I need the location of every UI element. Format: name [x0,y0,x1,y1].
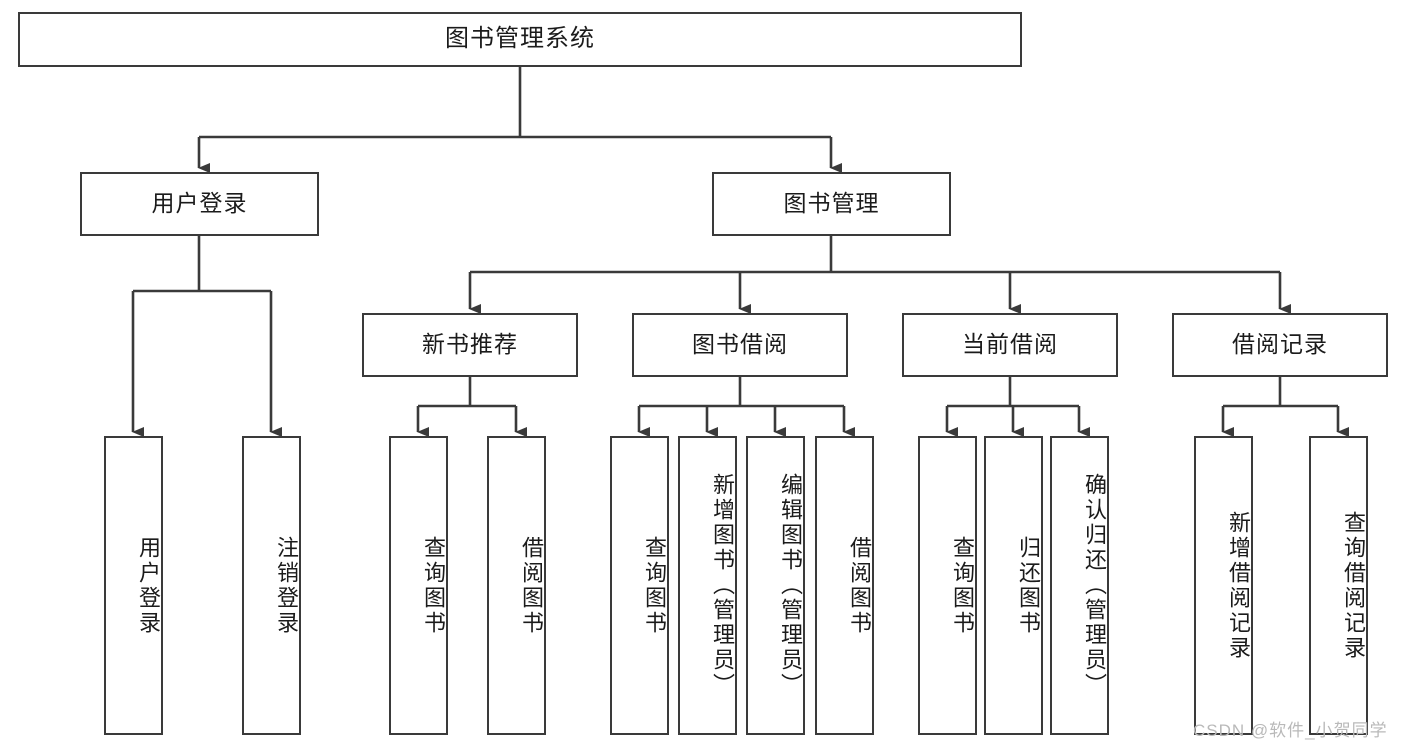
leaf-edit-book-label: 编辑图书（管理员） [778,473,803,698]
node-book-manage-label: 图书管理 [783,190,880,217]
leaf-add-book-label: 新增图书（管理员） [710,473,735,698]
node-book-borrow[interactable]: 图书借阅 [632,313,848,377]
node-user-login-label: 用户登录 [151,190,248,217]
leaf-logout-login[interactable]: 注销登录 [242,436,301,735]
leaf-query-book-3[interactable]: 查询图书 [918,436,977,735]
leaf-confirm-return[interactable]: 确认归还（管理员） [1050,436,1109,735]
leaf-add-record[interactable]: 新增借阅记录 [1194,436,1253,735]
leaf-borrow-book-2-label: 借阅图书 [847,535,872,636]
node-borrow-record-label: 借阅记录 [1232,331,1328,358]
leaf-borrow-book-2[interactable]: 借阅图书 [815,436,874,735]
leaf-borrow-book-1-label: 借阅图书 [519,535,544,636]
leaf-add-book[interactable]: 新增图书（管理员） [678,436,737,735]
leaf-query-book-2[interactable]: 查询图书 [610,436,669,735]
node-new-book-recommend[interactable]: 新书推荐 [362,313,578,377]
leaf-edit-book[interactable]: 编辑图书（管理员） [746,436,805,735]
leaf-user-login-label: 用户登录 [136,535,161,636]
leaf-return-book[interactable]: 归还图书 [984,436,1043,735]
watermark: CSDN @软件_小贺同学 [1193,721,1388,740]
node-borrow-record[interactable]: 借阅记录 [1172,313,1388,377]
leaf-return-book-label: 归还图书 [1016,535,1041,636]
node-current-borrow[interactable]: 当前借阅 [902,313,1118,377]
node-book-borrow-label: 图书借阅 [692,331,788,358]
leaf-query-book-1-label: 查询图书 [421,535,446,636]
leaf-add-record-label: 新增借阅记录 [1226,510,1251,661]
leaf-query-record[interactable]: 查询借阅记录 [1309,436,1368,735]
node-user-login[interactable]: 用户登录 [80,172,319,236]
leaf-logout-login-label: 注销登录 [274,535,299,636]
node-current-borrow-label: 当前借阅 [962,331,1058,358]
leaf-query-book-1[interactable]: 查询图书 [389,436,448,735]
leaf-user-login[interactable]: 用户登录 [104,436,163,735]
leaf-borrow-book-1[interactable]: 借阅图书 [487,436,546,735]
leaf-confirm-return-label: 确认归还（管理员） [1082,473,1107,698]
node-root-label: 图书管理系统 [445,25,595,53]
leaf-query-record-label: 查询借阅记录 [1341,510,1366,661]
node-root[interactable]: 图书管理系统 [18,12,1022,67]
node-new-book-recommend-label: 新书推荐 [422,331,518,358]
leaf-query-book-2-label: 查询图书 [642,535,667,636]
leaf-query-book-3-label: 查询图书 [950,535,975,636]
node-book-manage[interactable]: 图书管理 [712,172,951,236]
